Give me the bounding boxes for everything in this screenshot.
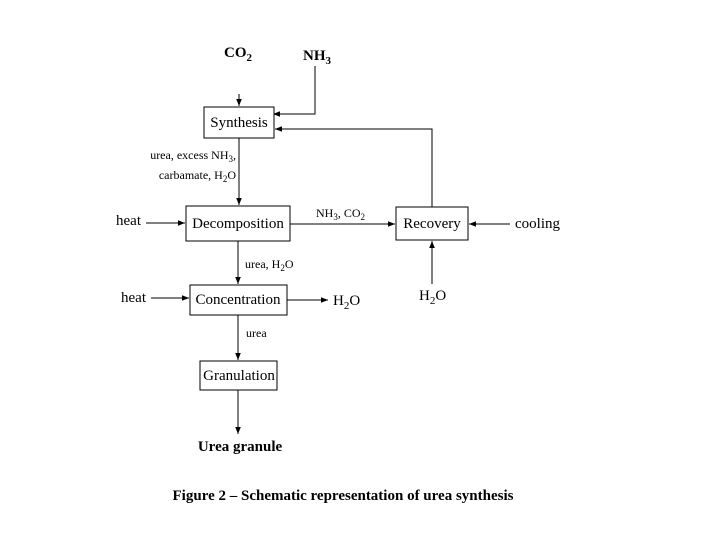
recovery-label: Recovery xyxy=(403,216,461,232)
concentration-to-granulation-label: urea xyxy=(246,326,267,340)
decomposition-to-concentration-label: urea, H2O xyxy=(245,257,294,273)
granulation-label: Granulation xyxy=(203,368,275,384)
nh3-label: NH3 xyxy=(303,48,332,67)
synthesis-label: Synthesis xyxy=(210,115,268,131)
decomposition-box xyxy=(185,205,291,242)
concentration-h2o-label: H2O xyxy=(333,293,360,312)
decomposition-to-recovery-label: NH3, CO2 xyxy=(316,206,365,222)
concentration-label: Concentration xyxy=(196,292,281,308)
figure-caption: Figure 2 – Schematic representation of u… xyxy=(173,488,514,504)
decomposition-label: Decomposition xyxy=(192,216,284,232)
heat-concentration-label: heat xyxy=(121,290,147,306)
granulation-box xyxy=(199,360,278,391)
output-label: Urea granule xyxy=(198,439,283,455)
nh3-arrow xyxy=(273,66,316,117)
h2o-recovery-label: H2O xyxy=(419,288,446,307)
heat-decomposition-label: heat xyxy=(116,213,142,229)
synthesis-output-line1: urea, excess NH3, xyxy=(150,148,236,164)
cooling-label: cooling xyxy=(515,216,560,232)
recovery-recycle-arrow xyxy=(275,126,433,207)
co2-label: CO2 xyxy=(224,45,253,64)
synthesis-output-line2: carbamate, H2O xyxy=(159,168,236,184)
